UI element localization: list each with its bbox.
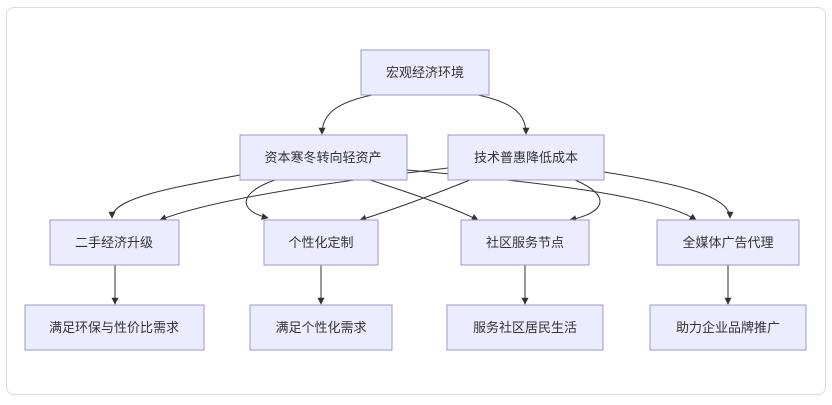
node-tech: 技术普惠降低成本 (447, 134, 605, 181)
node-secondhand-label: 二手经济升级 (75, 236, 153, 251)
edge-macro-tech (477, 94, 530, 135)
node-macro-label: 宏观经济环境 (386, 66, 464, 81)
node-macro: 宏观经济环境 (360, 49, 490, 96)
node-capital: 资本寒冬转向轻资产 (239, 134, 408, 181)
node-serve-label: 服务社区居民生活 (473, 320, 577, 336)
edge-capital-secondhand (108, 174, 241, 219)
edge-capital-custom (245, 179, 276, 220)
node-personal-label: 满足个性化需求 (275, 321, 366, 336)
node-eco-label: 满足环保与性价比需求 (49, 321, 179, 336)
node-tech-label: 技术普惠降低成本 (474, 151, 578, 166)
node-custom: 个性化定制 (263, 219, 379, 266)
edges (108, 94, 734, 305)
node-brand-label: 助力企业品牌推广 (676, 320, 780, 336)
edge-capital-community (369, 179, 479, 221)
node-capital-label: 资本寒冬转向轻资产 (264, 150, 381, 166)
node-community-label: 社区服务节点 (486, 235, 564, 251)
edge-tech-media (603, 171, 734, 219)
node-community: 社区服务节点 (460, 219, 590, 266)
node-serve: 服务社区居民生活 (446, 304, 604, 351)
edge-macro-capital (318, 94, 373, 135)
edge-tech-community (569, 179, 601, 223)
edge-tech-custom (359, 179, 471, 222)
node-media: 全媒体广告代理 (656, 219, 800, 266)
node-brand: 助力企业品牌推广 (649, 304, 807, 351)
node-eco: 满足环保与性价比需求 (24, 304, 205, 351)
node-custom-label: 个性化定制 (288, 236, 353, 251)
node-media-label: 全媒体广告代理 (682, 235, 773, 251)
node-secondhand: 二手经济升级 (49, 219, 180, 266)
node-personal: 满足个性化需求 (249, 304, 393, 351)
